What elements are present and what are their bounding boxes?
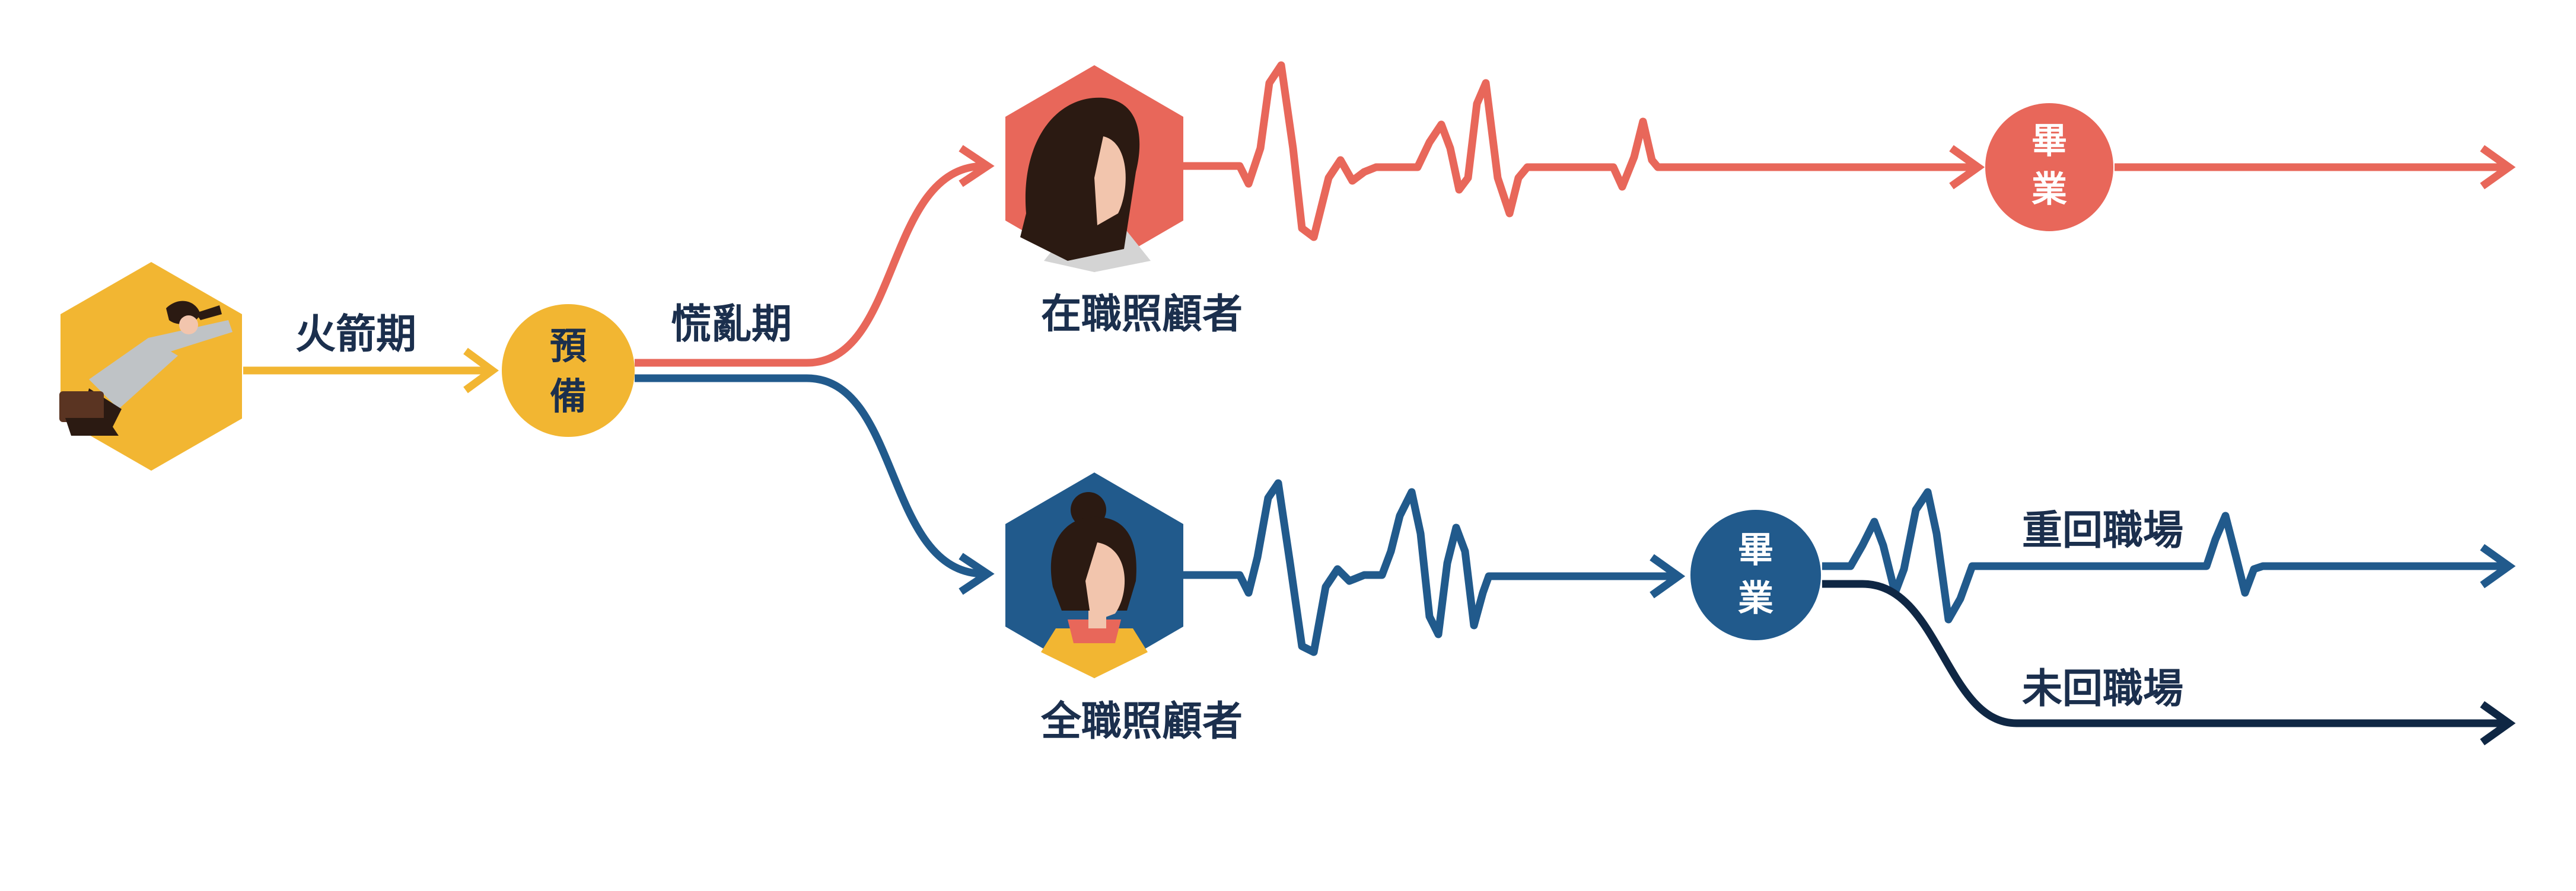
working-caregiver-label: 在職照顧者 bbox=[1041, 291, 1243, 338]
fulltime-caregiver-label: 全職照顧者 bbox=[1040, 698, 1243, 745]
fulltime-graduate-text-2: 業 bbox=[1738, 578, 1773, 619]
prepare-node-text-1: 預 bbox=[550, 324, 587, 368]
working-caregiver-hexagon bbox=[1005, 65, 1183, 272]
person-leaping-with-briefcase-icon bbox=[59, 301, 233, 436]
red-fluctuation-line bbox=[1183, 61, 1975, 241]
not-returning-line bbox=[1822, 580, 2506, 727]
panic-stage-label: 慌亂期 bbox=[671, 301, 792, 348]
fulltime-graduate-node: 畢 業 bbox=[1690, 510, 1821, 640]
prepare-node: 預 備 bbox=[502, 304, 635, 437]
woman-long-hair-portrait-icon bbox=[1020, 97, 1151, 272]
rocket-stage-label: 火箭期 bbox=[295, 311, 416, 358]
working-graduate-node: 畢 業 bbox=[1985, 103, 2113, 231]
prepare-node-text-2: 備 bbox=[550, 375, 587, 418]
red-branch-curve bbox=[635, 162, 985, 367]
woman-hair-bun-portrait-icon bbox=[1041, 492, 1148, 678]
blue-fluctuation-line bbox=[1183, 479, 1673, 656]
return-to-work-label: 重回職場 bbox=[2022, 507, 2183, 554]
start-hexagon bbox=[59, 262, 242, 471]
working-graduate-text-1: 畢 bbox=[2031, 120, 2067, 162]
fulltime-graduate-text-1: 畢 bbox=[1738, 529, 1773, 571]
working-graduate-text-2: 業 bbox=[2031, 169, 2067, 210]
return-to-work-line bbox=[1822, 488, 2506, 624]
blue-branch-curve bbox=[635, 374, 985, 578]
not-returning-label: 未回職場 bbox=[2022, 666, 2183, 713]
fulltime-caregiver-hexagon bbox=[1005, 472, 1183, 678]
